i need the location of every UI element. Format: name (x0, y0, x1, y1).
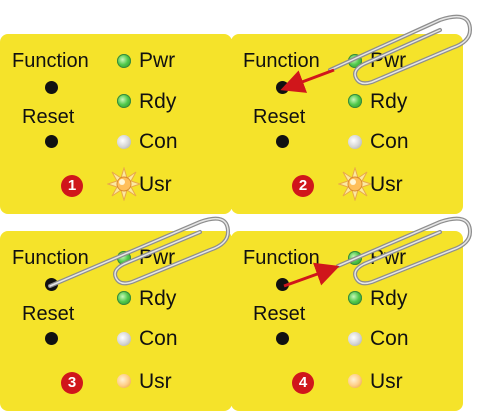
pwr-label: Pwr (370, 49, 407, 72)
function-label: Function (243, 247, 320, 269)
usr-led-flashing-icon (338, 167, 372, 201)
function-button[interactable] (45, 278, 58, 291)
con-label: Con (370, 130, 409, 153)
con-label: Con (370, 327, 409, 350)
step-number-badge: 4 (292, 372, 314, 394)
pwr-led-icon (117, 54, 131, 68)
usr-label: Usr (370, 173, 403, 196)
step-panel-1: Function Reset Pwr Rdy Con Usr 1 (0, 34, 232, 214)
con-label: Con (139, 130, 178, 153)
rdy-label: Rdy (139, 287, 177, 310)
step-panel-2: Function Reset Pwr Rdy Con Usr 2 (231, 34, 463, 214)
rdy-label: Rdy (370, 287, 408, 310)
step-panel-4: Function Reset Pwr Rdy Con Usr 4 (231, 231, 463, 411)
rdy-led-icon (117, 94, 131, 108)
pwr-led-icon (348, 251, 362, 265)
reset-label: Reset (22, 303, 75, 325)
reset-button[interactable] (276, 135, 289, 148)
usr-label: Usr (139, 173, 172, 196)
usr-label: Usr (139, 370, 172, 393)
usr-led-flashing-icon (107, 167, 141, 201)
pwr-label: Pwr (139, 49, 176, 72)
rdy-label: Rdy (139, 90, 177, 113)
reset-label: Reset (253, 106, 306, 128)
con-led-icon (348, 332, 362, 346)
rdy-led-icon (348, 94, 362, 108)
reset-label: Reset (253, 303, 306, 325)
rdy-led-icon (348, 291, 362, 305)
rdy-label: Rdy (370, 90, 408, 113)
pwr-led-icon (117, 251, 131, 265)
function-button[interactable] (276, 81, 289, 94)
pwr-label: Pwr (370, 246, 407, 269)
function-label: Function (243, 50, 320, 72)
step-panel-3: Function Reset Pwr Rdy Con Usr 3 (0, 231, 232, 411)
reset-button[interactable] (45, 135, 58, 148)
con-led-icon (348, 135, 362, 149)
usr-led-icon (348, 374, 362, 388)
usr-label: Usr (370, 370, 403, 393)
usr-led-icon (117, 374, 131, 388)
reset-label: Reset (22, 106, 75, 128)
step-number-badge: 1 (61, 175, 83, 197)
con-led-icon (117, 332, 131, 346)
con-led-icon (117, 135, 131, 149)
function-button[interactable] (276, 278, 289, 291)
step-number-badge: 2 (292, 175, 314, 197)
pwr-led-icon (348, 54, 362, 68)
pwr-label: Pwr (139, 246, 176, 269)
reset-button[interactable] (276, 332, 289, 345)
con-label: Con (139, 327, 178, 350)
rdy-led-icon (117, 291, 131, 305)
reset-button[interactable] (45, 332, 58, 345)
function-button[interactable] (45, 81, 58, 94)
function-label: Function (12, 247, 89, 269)
function-label: Function (12, 50, 89, 72)
step-number-badge: 3 (61, 372, 83, 394)
